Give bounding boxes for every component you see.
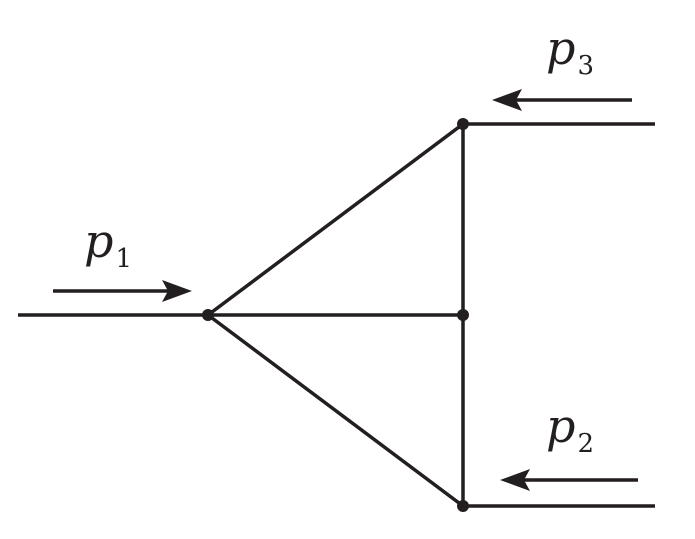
- label-p2: p2: [546, 399, 594, 459]
- internal-line-lower: [206, 313, 465, 508]
- vertex-left: [202, 309, 214, 321]
- vertex-middle: [457, 309, 469, 321]
- arrowhead-p2: [500, 469, 530, 491]
- label-p1: p1: [84, 214, 132, 274]
- label-p3: p3: [546, 21, 594, 81]
- vertex-top: [457, 118, 469, 130]
- arrowhead-p3: [492, 89, 522, 111]
- arrowhead-p1: [162, 280, 192, 302]
- internal-line-upper: [206, 122, 465, 317]
- vertex-bottom: [457, 500, 469, 512]
